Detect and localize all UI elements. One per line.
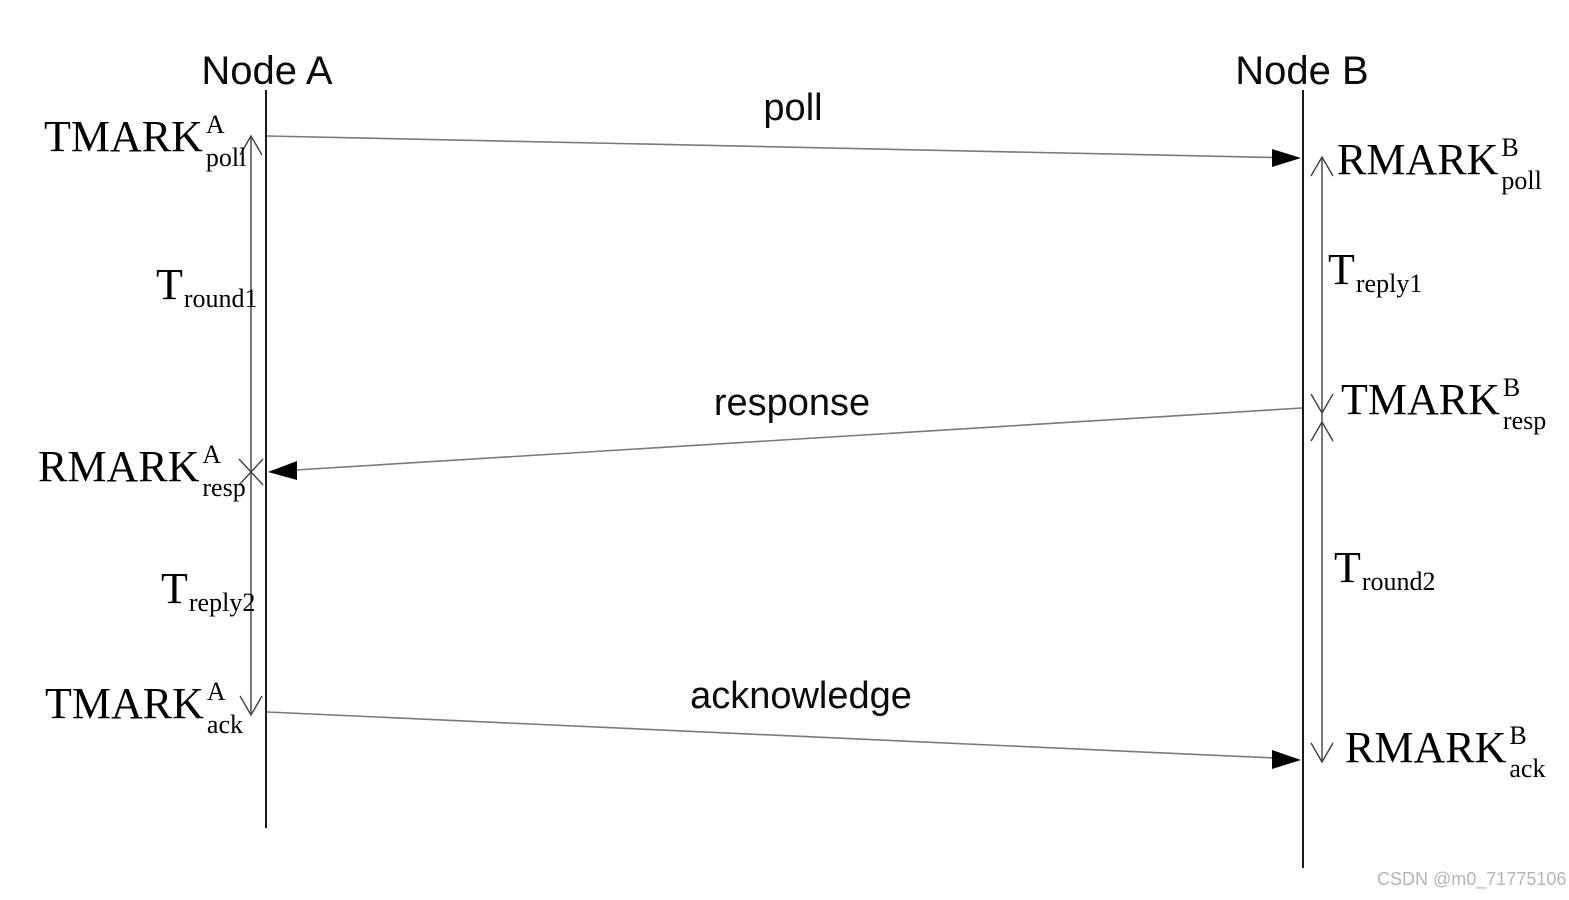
- t-round1-subscript: round1: [183, 284, 258, 313]
- tmark-a-ack-subscript: ack: [206, 710, 243, 739]
- t-round1-label: T round1: [156, 263, 258, 312]
- rmark-a-resp-subscript: resp: [202, 473, 246, 502]
- t-reply1-subscript: reply1: [1355, 269, 1423, 298]
- x-mark-icon: [238, 458, 264, 486]
- t-reply2-label: T reply2: [161, 567, 255, 616]
- tmark-a-ack-label: TMARK A ack: [45, 677, 243, 739]
- rmark-a-resp-base: RMARK: [38, 442, 200, 491]
- t-round1-base: T: [156, 260, 183, 309]
- rmark-b-poll-superscript: B: [1501, 133, 1519, 162]
- response-arrow-line: [294, 407, 1303, 471]
- up-chevron-icon: [239, 134, 263, 156]
- tmark-a-poll-label: TMARK A poll: [44, 110, 247, 172]
- rmark-b-poll-label: RMARK B poll: [1337, 133, 1542, 195]
- tmark-b-resp-superscript: B: [1502, 373, 1521, 402]
- acknowledge-message-label: acknowledge: [690, 675, 912, 717]
- rmark-b-ack-label: RMARK B ack: [1345, 721, 1546, 783]
- t-reply2-base: T: [161, 564, 188, 613]
- tmark-a-poll-superscript: A: [205, 110, 225, 139]
- rmark-b-ack-subscript: ack: [1509, 754, 1546, 783]
- rmark-a-resp-label: RMARK A resp: [38, 440, 246, 502]
- acknowledge-arrow-line: [266, 711, 1275, 759]
- rmark-b-poll-subscript: poll: [1501, 166, 1542, 195]
- watermark: CSDN @m0_71775106: [1377, 869, 1567, 889]
- tmark-a-ack-base: TMARK: [45, 679, 204, 728]
- t-round2-base: T: [1334, 543, 1361, 592]
- t-reply1-label: T reply1: [1328, 248, 1422, 297]
- t-reply2-subscript: reply2: [188, 588, 256, 617]
- down-chevron-icon: [239, 695, 263, 717]
- poll-message-label: poll: [763, 87, 823, 129]
- tmark-b-resp-subscript: resp: [1502, 406, 1547, 435]
- up-chevron-icon: [1310, 155, 1334, 177]
- tmark-a-poll-base: TMARK: [44, 112, 203, 161]
- up-chevron-icon: [1310, 420, 1334, 442]
- t-round2-label: T round2: [1334, 546, 1436, 595]
- down-chevron-icon: [1310, 393, 1334, 415]
- rmark-b-ack-superscript: B: [1509, 721, 1527, 750]
- tmark-a-ack-superscript: A: [206, 677, 226, 706]
- node-a-title: Node A: [201, 49, 333, 93]
- poll-arrow-line: [266, 135, 1275, 159]
- tmark-b-resp-base: TMARK: [1341, 375, 1500, 424]
- rmark-b-poll-base: RMARK: [1337, 135, 1499, 184]
- down-chevron-icon: [1310, 742, 1334, 764]
- tmark-b-resp-label: TMARK B resp: [1341, 373, 1547, 435]
- rmark-b-ack-base: RMARK: [1345, 723, 1507, 772]
- rmark-a-resp-superscript: A: [202, 440, 222, 469]
- tmark-a-poll-subscript: poll: [205, 143, 247, 172]
- t-reply1-base: T: [1328, 245, 1355, 294]
- response-arrowhead-icon: [268, 461, 297, 480]
- acknowledge-arrowhead-icon: [1272, 750, 1301, 769]
- poll-arrowhead-icon: [1272, 149, 1301, 167]
- node-b-title: Node B: [1235, 49, 1369, 93]
- t-round2-subscript: round2: [1361, 567, 1436, 596]
- response-message-label: response: [713, 382, 871, 424]
